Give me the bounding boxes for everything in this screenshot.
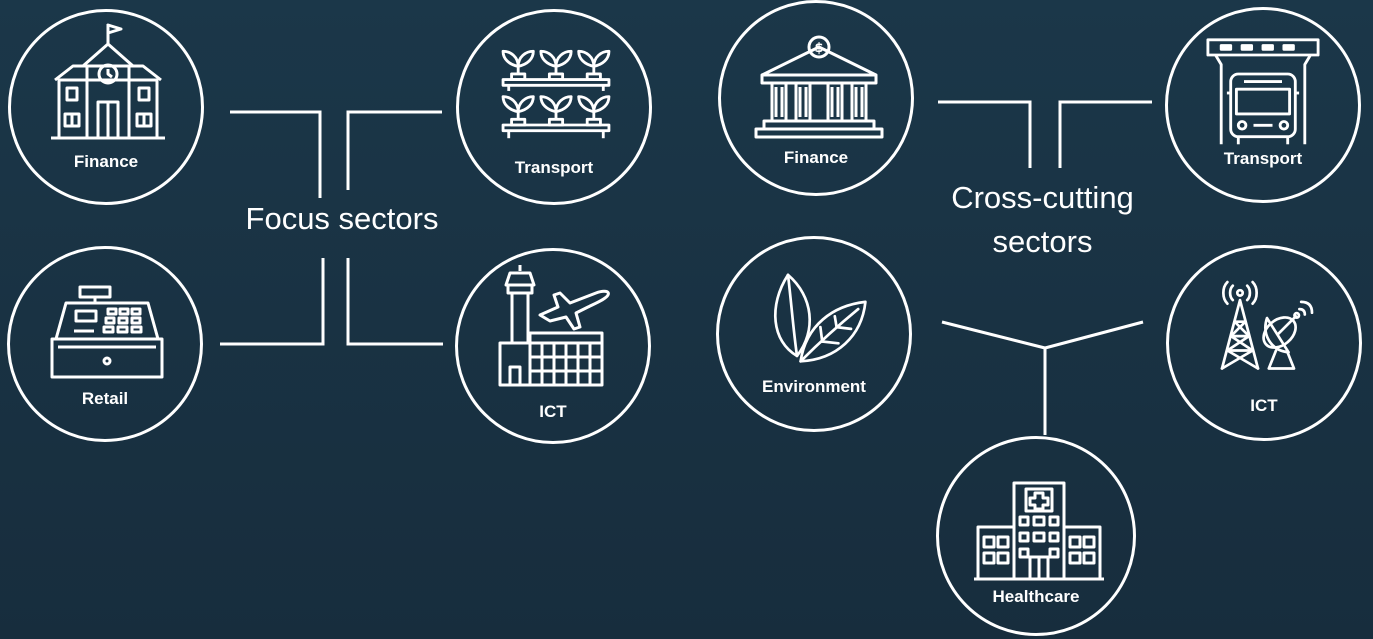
cc-finance-label: Finance: [783, 148, 849, 167]
bus-station-icon: [1206, 38, 1320, 145]
cc-transport-label: Transport: [1223, 149, 1303, 168]
connector-cc-transport: [1058, 100, 1152, 168]
cash-register-icon: [50, 285, 164, 379]
cc-transport-node: Transport: [1165, 7, 1361, 203]
cross-cutting-title: Cross-cutting sectors: [910, 176, 1175, 264]
antenna-satellite-icon: [1220, 280, 1314, 370]
bank-building-icon: $: [754, 35, 884, 139]
cc-ict-node: ICT: [1166, 245, 1362, 441]
connector-focus-transport: [346, 110, 442, 190]
cross-cutting-title-line2: sectors: [992, 224, 1093, 259]
cc-ict-label: ICT: [1250, 396, 1278, 415]
connector-focus-finance: [230, 110, 322, 198]
connector-cc-environment: [941, 320, 1046, 350]
connector-focus-retail: [220, 258, 325, 346]
focus-ict-node: ICT: [455, 248, 651, 444]
connector-cc-ict: [1044, 320, 1144, 350]
cc-environment-node: Environment: [716, 236, 912, 432]
focus-retail-node: Retail: [7, 246, 203, 442]
cc-environment-label: Environment: [762, 377, 866, 396]
focus-finance-node: Finance: [8, 9, 204, 205]
cc-healthcare-node: Healthcare: [936, 436, 1136, 636]
school-building-icon: [51, 23, 165, 140]
cc-finance-node: $ Finance: [718, 0, 914, 196]
focus-transport-node: Transport: [456, 9, 652, 205]
leaves-icon: [773, 273, 867, 363]
focus-ict-label: ICT: [539, 402, 567, 421]
focus-transport-label: Transport: [514, 158, 594, 177]
plant-shelves-icon: [501, 49, 611, 139]
connector-cc-finance: [938, 100, 1032, 168]
cc-healthcare-label: Healthcare: [992, 587, 1080, 606]
focus-sectors-title: Focus sectors: [245, 201, 439, 236]
connector-focus-ict: [346, 258, 443, 346]
focus-finance-label: Finance: [73, 152, 139, 171]
cross-cutting-title-line1: Cross-cutting: [951, 180, 1134, 215]
hospital-building-icon: [974, 481, 1104, 581]
airport-tower-plane-icon: [498, 265, 610, 387]
focus-retail-label: Retail: [81, 389, 129, 408]
